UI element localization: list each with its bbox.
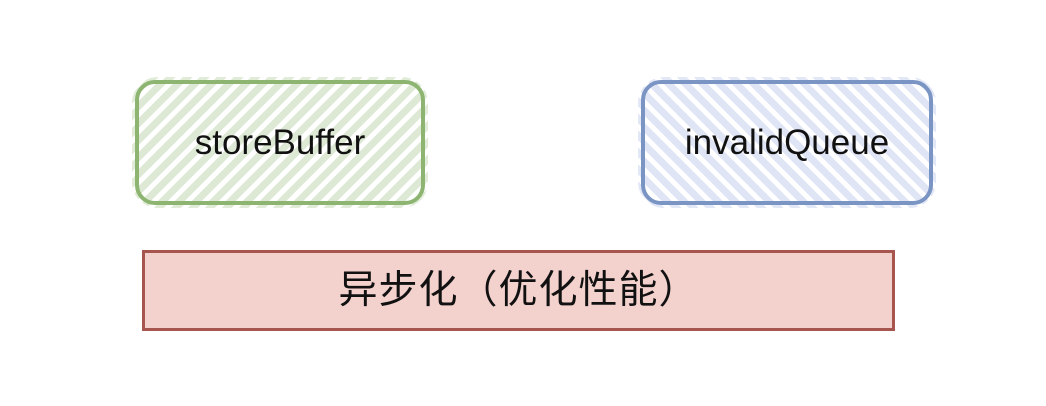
banner-async-optimization: 异步化（优化性能） xyxy=(142,250,895,331)
banner-async-optimization-label: 异步化（优化性能） xyxy=(338,269,699,312)
node-invalidqueue: invalidQueue xyxy=(638,77,936,208)
node-invalidqueue-label: invalidQueue xyxy=(684,123,890,162)
node-storebuffer: storeBuffer xyxy=(132,77,428,208)
node-storebuffer-label: storeBuffer xyxy=(194,123,366,162)
